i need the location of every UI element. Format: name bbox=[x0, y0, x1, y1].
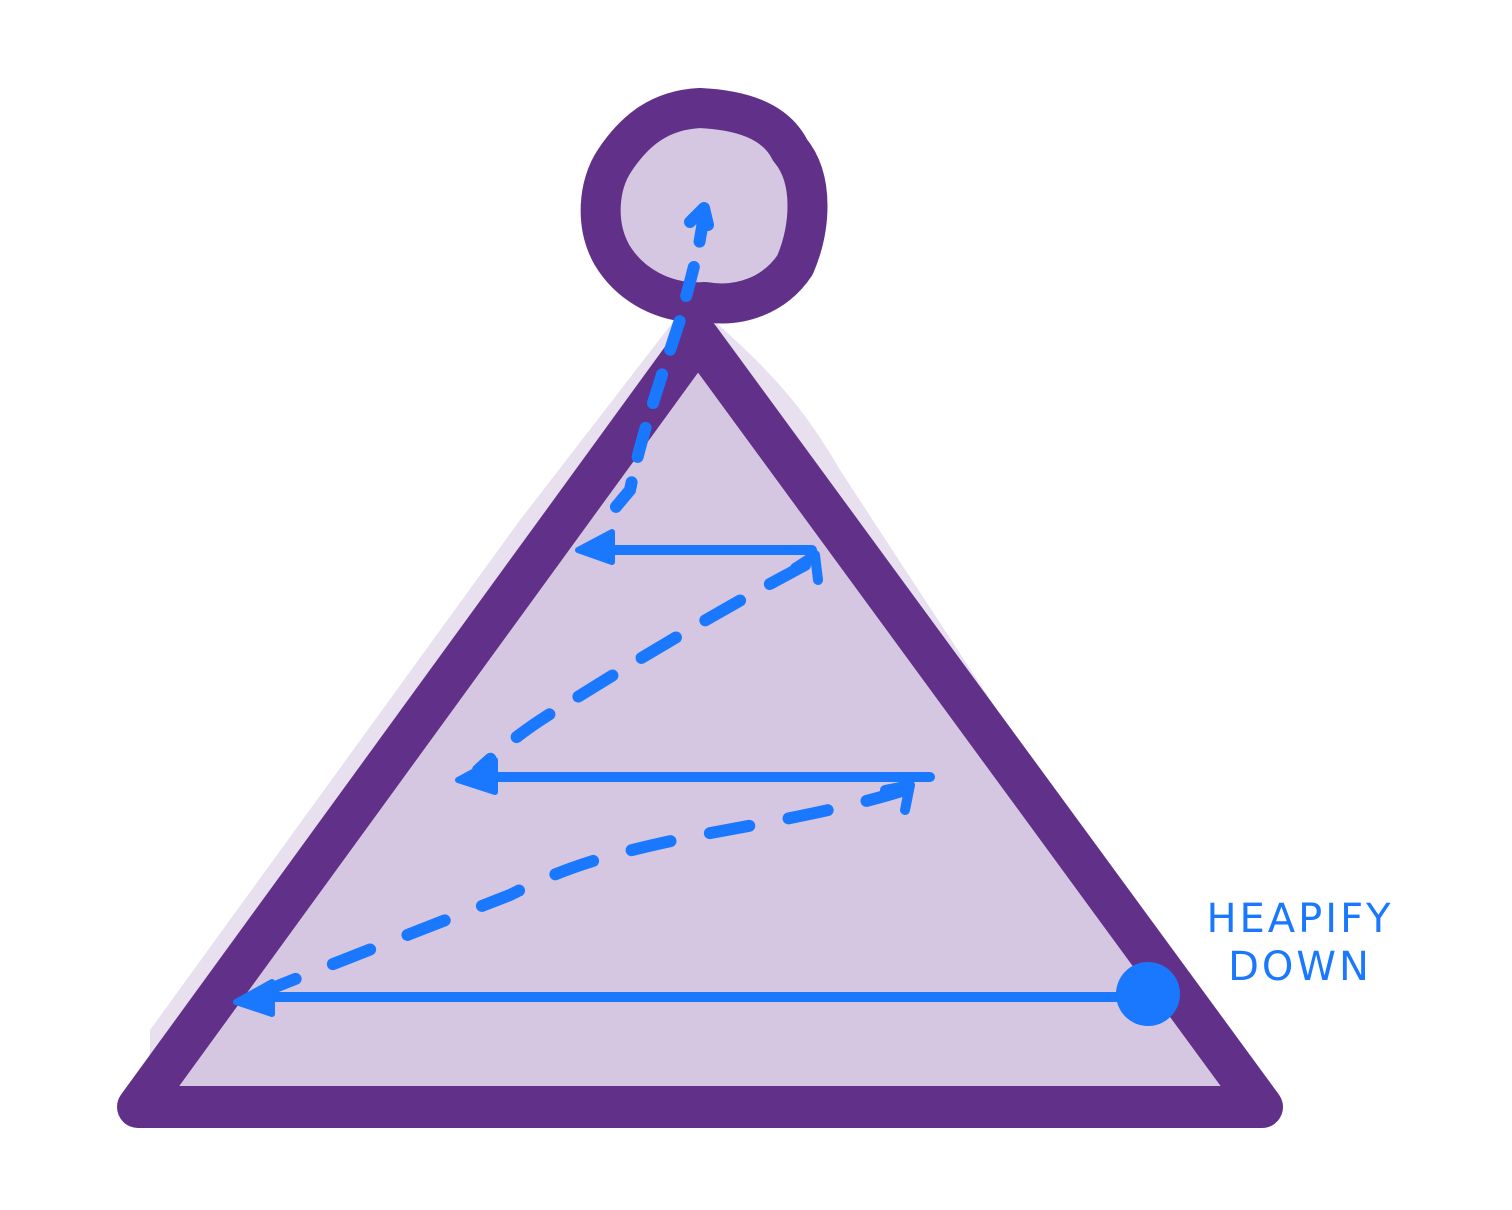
dashed-path-root-to-level1 bbox=[599, 206, 710, 526]
heapify-label-line1: HEAPIFY bbox=[1206, 896, 1393, 942]
level2-arrowhead bbox=[455, 757, 498, 795]
heap-triangle bbox=[117, 316, 1283, 1128]
heapify-label-line2: DOWN bbox=[1228, 944, 1372, 990]
start-dot bbox=[1116, 962, 1180, 1026]
level1-arrowhead bbox=[575, 529, 615, 565]
dashed-path-level2-to-level3 bbox=[249, 784, 911, 1001]
root-marker bbox=[684, 202, 714, 231]
level3-arrowhead bbox=[233, 979, 275, 1017]
dashed-path-level1-to-level2 bbox=[472, 559, 811, 776]
